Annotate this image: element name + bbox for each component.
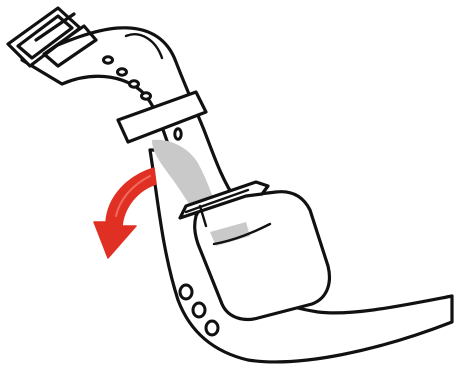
strap-hole xyxy=(118,69,127,75)
strap-hole xyxy=(175,129,181,139)
strap-hole xyxy=(104,57,113,63)
rotate-arrow-icon xyxy=(94,168,156,258)
strap-hole xyxy=(206,321,218,335)
strap-hole xyxy=(142,93,151,99)
strap-hole xyxy=(193,303,205,317)
strap-hole xyxy=(130,81,139,87)
strap-hole xyxy=(180,285,192,299)
